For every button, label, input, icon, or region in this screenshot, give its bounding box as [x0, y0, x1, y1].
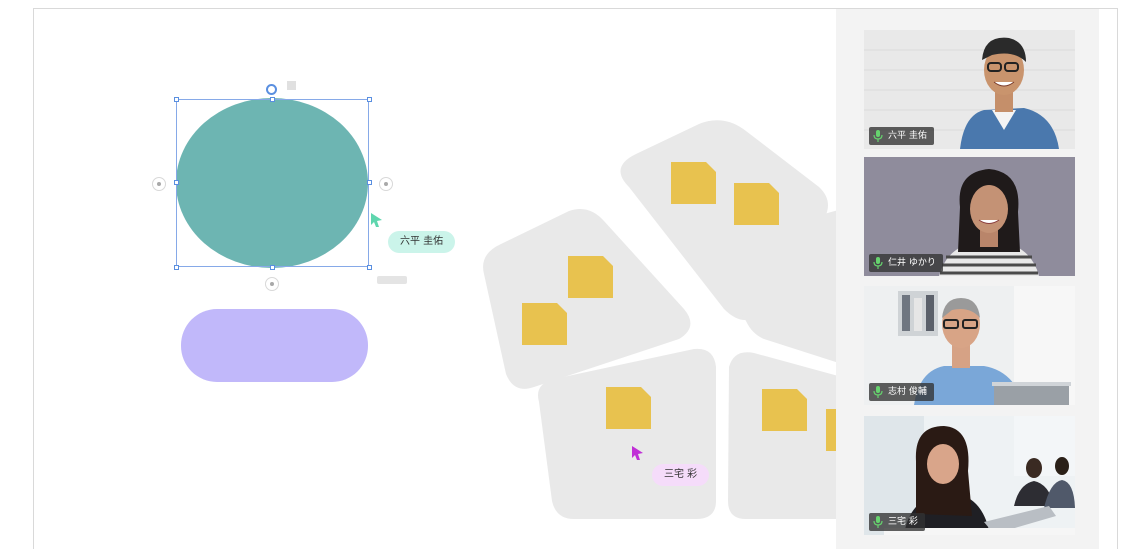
- size-tag: [377, 276, 407, 284]
- connector-dot-bottom[interactable]: [265, 277, 279, 291]
- shapes-layer: [176, 98, 368, 382]
- resize-handle[interactable]: [367, 265, 372, 270]
- mic-icon[interactable]: [873, 130, 883, 142]
- whiteboard-canvas[interactable]: 六平 圭佑 三宅 彩: [34, 9, 1117, 549]
- resize-handle[interactable]: [367, 180, 372, 185]
- sticky-note[interactable]: [734, 183, 779, 225]
- resize-handle[interactable]: [174, 97, 179, 102]
- mic-icon[interactable]: [873, 386, 883, 398]
- participant-tile[interactable]: 六平 圭佑: [864, 30, 1075, 149]
- selection-box[interactable]: [176, 99, 369, 267]
- whiteboard-frame: 六平 圭佑 三宅 彩: [33, 8, 1118, 549]
- resize-handle[interactable]: [270, 265, 275, 270]
- connector-dot-right[interactable]: [379, 177, 393, 191]
- mic-icon[interactable]: [873, 257, 883, 269]
- resize-handle[interactable]: [367, 97, 372, 102]
- sticky-note[interactable]: [671, 162, 716, 204]
- lavender-pill-shape[interactable]: [181, 309, 368, 382]
- mic-icon[interactable]: [873, 516, 883, 528]
- cursor-arrow-icon: [632, 446, 643, 460]
- sticky-note[interactable]: [762, 389, 807, 431]
- participant-name: 志村 俊輔: [888, 387, 927, 397]
- sticky-note[interactable]: [568, 256, 613, 298]
- participant-name: 仁井 ゆかり: [888, 258, 936, 268]
- connector-dot-left[interactable]: [152, 177, 166, 191]
- resize-handle[interactable]: [174, 265, 179, 270]
- participant-name: 六平 圭佑: [888, 131, 927, 141]
- participant-tile[interactable]: 志村 俊輔: [864, 286, 1075, 405]
- participant-name-tag: 仁井 ゆかり: [869, 254, 943, 272]
- video-panel: 六平 圭佑: [836, 9, 1099, 549]
- petal-right[interactable]: [740, 209, 842, 364]
- participant-tile[interactable]: 仁井 ゆかり: [864, 157, 1075, 276]
- participant-tile[interactable]: 三宅 彩: [864, 416, 1075, 535]
- sticky-note[interactable]: [522, 303, 567, 345]
- resize-handle[interactable]: [174, 180, 179, 185]
- collaborator-label: 六平 圭佑: [388, 231, 456, 253]
- participant-name-tag: 三宅 彩: [869, 513, 925, 531]
- petal-cluster: [483, 120, 842, 519]
- petal-bottom-right[interactable]: [728, 352, 842, 519]
- collaborator-label: 三宅 彩: [652, 464, 710, 486]
- teal-ellipse[interactable]: [176, 98, 368, 268]
- participant-name: 三宅 彩: [888, 517, 918, 527]
- lock-toggle-icon[interactable]: [287, 81, 296, 90]
- cursor-arrow-icon: [371, 213, 382, 227]
- participant-name-tag: 六平 圭佑: [869, 127, 934, 145]
- sticky-note[interactable]: [606, 387, 651, 429]
- rotate-handle-icon[interactable]: [266, 84, 277, 95]
- resize-handle[interactable]: [270, 97, 275, 102]
- participant-name-tag: 志村 俊輔: [869, 383, 934, 401]
